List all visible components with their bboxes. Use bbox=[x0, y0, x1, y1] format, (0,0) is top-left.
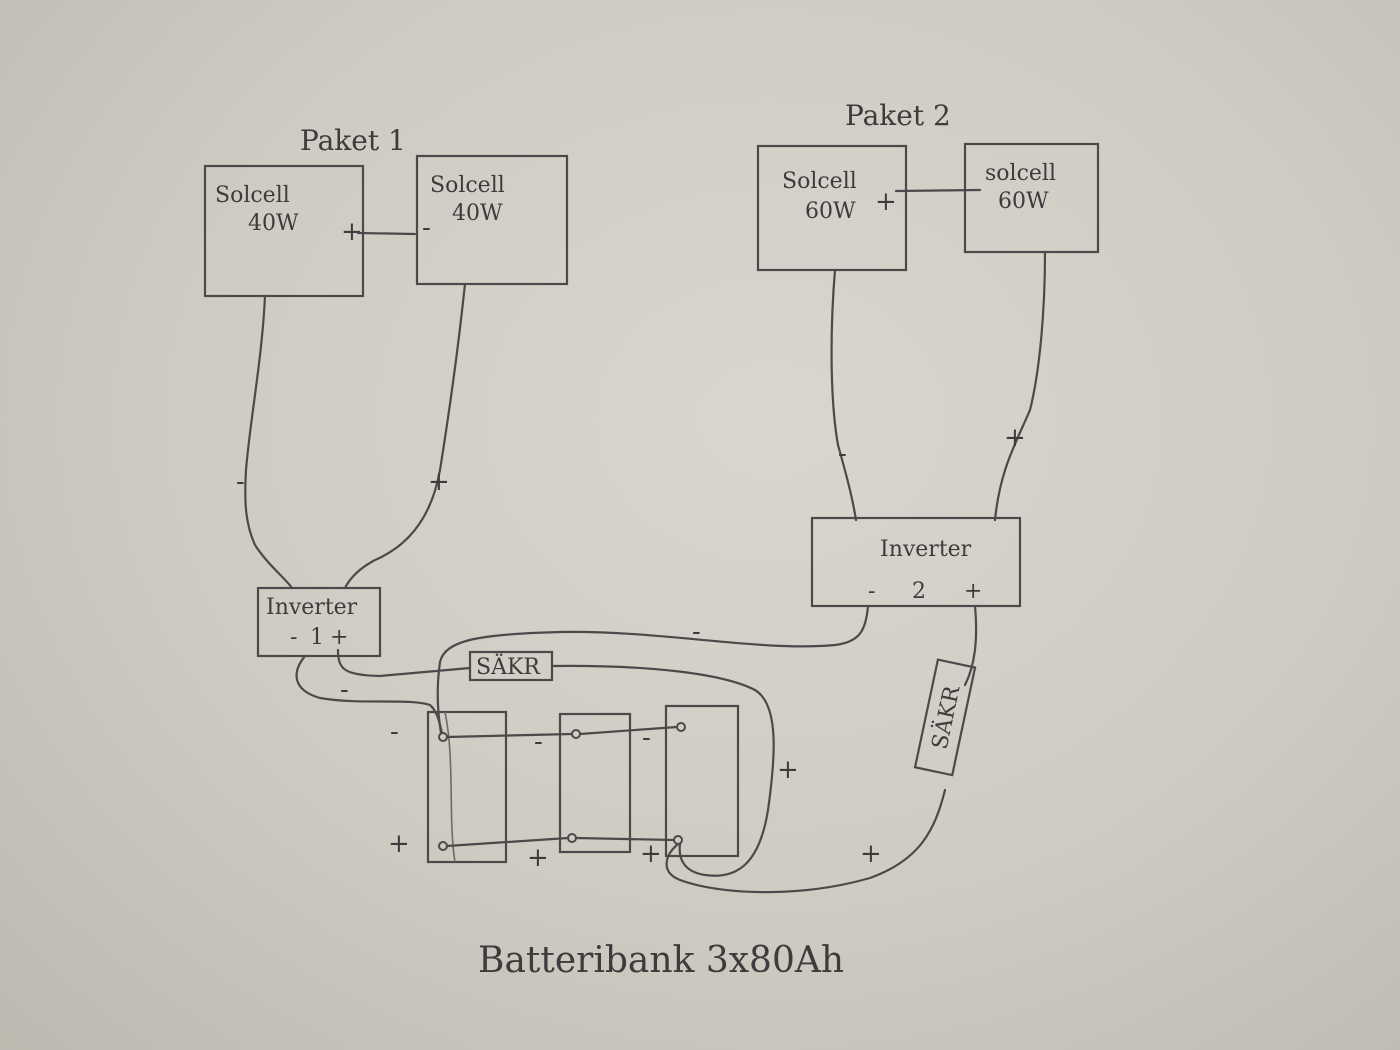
battery-2 bbox=[558, 712, 632, 854]
wire-fuse1-to-battery-plus bbox=[550, 664, 775, 877]
inverter-2-plus: + bbox=[964, 579, 982, 604]
wire-2-minus bbox=[830, 268, 858, 522]
package-2: Paket 2 Solcell 60W + solcell 60W - + In… bbox=[756, 99, 1100, 608]
solar-panel-1b bbox=[415, 154, 569, 286]
inverter-2-minus: - bbox=[868, 579, 875, 604]
inverter-1-plus: + bbox=[330, 625, 348, 650]
solar-panel-1a bbox=[203, 164, 365, 298]
battery-minus-between-12: - bbox=[534, 727, 543, 757]
wire-inv2-plus-to-fuse bbox=[963, 604, 978, 687]
battery-1-plus-terminal bbox=[438, 841, 448, 851]
battery-plus-left: + bbox=[388, 829, 410, 859]
wire-2-plus-label: + bbox=[1004, 423, 1026, 453]
inverter-1 bbox=[256, 586, 382, 658]
battery-3 bbox=[664, 704, 740, 858]
solar-panel-1a-watt: 40W bbox=[248, 211, 299, 236]
battery-minus-left: - bbox=[390, 717, 399, 747]
battery-3-minus-terminal bbox=[676, 722, 686, 732]
battery-link-minus-23 bbox=[578, 725, 679, 736]
series-link-1 bbox=[356, 231, 417, 236]
inverter-1-label: Inverter bbox=[266, 595, 358, 620]
solar-panel-2b bbox=[963, 142, 1100, 254]
solar-panel-2a-label: Solcell bbox=[782, 169, 857, 194]
wire-1-minus bbox=[244, 294, 294, 590]
battery-plus-between-12: + bbox=[527, 843, 549, 873]
solar-panel-1b-watt: 40W bbox=[452, 201, 503, 226]
package-1: Paket 1 Solcell 40W + Solcell 40W - - + … bbox=[203, 124, 569, 658]
wire-2-minus-label: - bbox=[838, 439, 847, 469]
battery-bank: - + - - + + Batteribank 3x80Ah bbox=[388, 704, 844, 981]
inverter-2-label: Inverter bbox=[880, 537, 972, 562]
battery-link-plus-12 bbox=[445, 836, 570, 848]
series-link-2 bbox=[894, 188, 982, 193]
wire-2-plus bbox=[993, 250, 1047, 522]
battery-link-plus-23 bbox=[574, 836, 676, 842]
solar-panel-1b-label: Solcell bbox=[430, 173, 505, 198]
inverter-2-number: 2 bbox=[912, 579, 926, 604]
battery-1-minus-terminal bbox=[438, 732, 448, 742]
wire-inv1-minus-label: - bbox=[340, 675, 349, 705]
battery-2-plus-terminal bbox=[567, 833, 577, 843]
fuse-1-label: SÄKR bbox=[476, 653, 541, 680]
wire-inv2-minus-to-battery bbox=[436, 604, 870, 735]
wire-inv1-minus-to-battery bbox=[295, 654, 444, 735]
solar-panel-2a-watt: 60W bbox=[805, 199, 856, 224]
wire-inv1-plus-to-fuse bbox=[336, 648, 472, 678]
battery-1 bbox=[426, 710, 508, 864]
inverter-1-minus: - bbox=[290, 625, 297, 650]
battery-minus-between-23: - bbox=[642, 723, 651, 753]
solar-panel-2b-watt: 60W bbox=[998, 189, 1049, 214]
wire-inv2-minus-label: - bbox=[692, 617, 701, 647]
solar-panel-1a-plus: + bbox=[341, 217, 363, 247]
wire-fuse2-to-battery-plus bbox=[665, 788, 947, 894]
wire-fuse1-plus-label: + bbox=[777, 755, 799, 785]
fuse-2-body bbox=[913, 658, 977, 777]
package-1-title: Paket 1 bbox=[300, 124, 406, 157]
wire-1-plus-label: + bbox=[428, 467, 450, 497]
wire-1-plus bbox=[343, 282, 467, 590]
inverter-1-number: 1 bbox=[310, 625, 324, 650]
package-2-title: Paket 2 bbox=[845, 99, 951, 132]
inverter-2 bbox=[810, 516, 1022, 608]
battery-link-minus-12 bbox=[445, 732, 574, 739]
solar-panel-2b-label: solcell bbox=[985, 161, 1056, 186]
solar-panel-1a-label: Solcell bbox=[215, 183, 290, 208]
battery-2-minus-terminal bbox=[571, 729, 581, 739]
battery-1-shading bbox=[444, 711, 456, 863]
battery-plus-between-23: + bbox=[640, 839, 662, 869]
battery-bank-caption: Batteribank 3x80Ah bbox=[478, 940, 844, 981]
battery-3-plus-terminal bbox=[673, 835, 683, 845]
wire-1-minus-label: - bbox=[236, 467, 245, 497]
solar-panel-2a-plus: + bbox=[875, 187, 897, 217]
wire-fuse2-plus-label: + bbox=[860, 839, 882, 869]
fuse-2: SÄKR bbox=[913, 658, 977, 777]
solar-panel-2a bbox=[756, 144, 908, 272]
solar-panel-1b-minus: - bbox=[422, 213, 431, 243]
